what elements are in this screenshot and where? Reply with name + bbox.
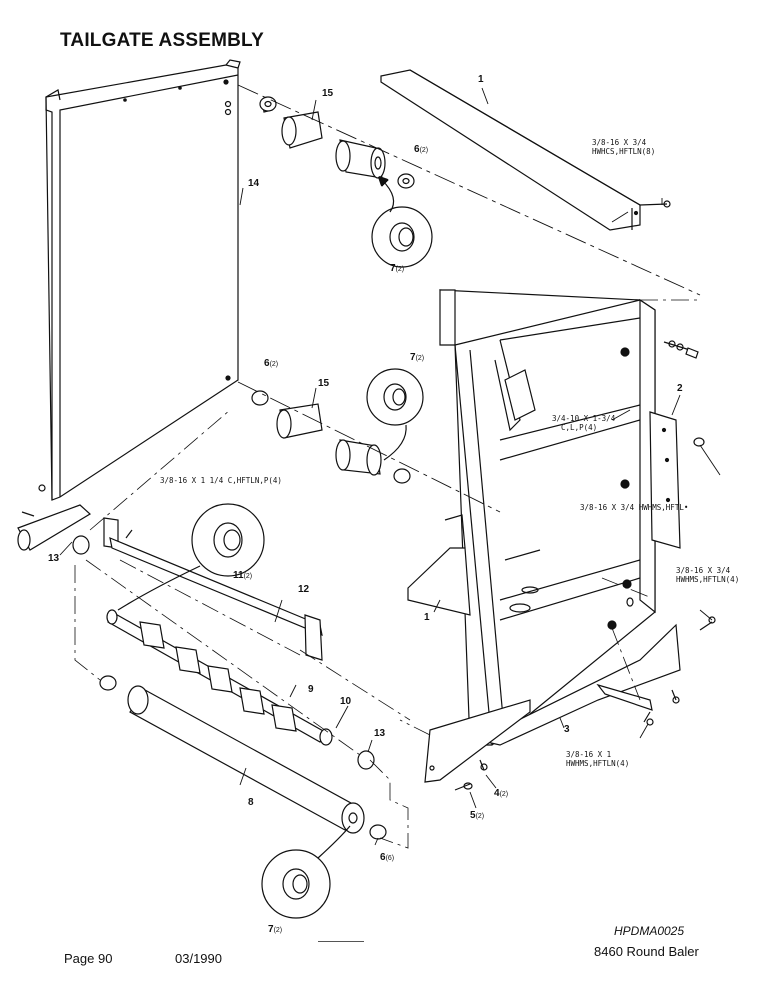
detail-circle-11 (117, 503, 265, 611)
callout-2: 2 (677, 383, 683, 394)
spec-mid-right: 3/4-10 X 1-3/4 C,L,P(4) (552, 414, 616, 432)
spec-left-mid: 3/8-16 X 1 1/4 C,HFTLN,P(4) (160, 476, 282, 485)
callout-15-upper: 15 (322, 88, 334, 99)
callout-1-top-angle: 1 (478, 74, 484, 85)
callout-14: 14 (248, 178, 260, 189)
drawing-number: HPDMA0025 (614, 924, 685, 938)
callout-6-upper: 6(2) (414, 144, 429, 155)
detail-circle-7-middle (366, 368, 424, 461)
spec-bottom-right: 3/8-16 X 1 HWHMS,HFTLN(4) (566, 750, 630, 768)
spec-right-lower: 3/8-16 X 3/4 HWHMS,HFTLN(4) (676, 566, 740, 584)
callout-6-lower: 6(6) (380, 852, 395, 863)
spec-right-hwhms: 3/8-16 X 3/4 HWHMS,HFTL• (580, 503, 689, 512)
callout-4: 4(2) (494, 788, 509, 799)
revision-date: 03/1990 (175, 951, 222, 966)
callout-13-left: 13 (48, 553, 60, 564)
spec-top-right: 3/8-16 X 3/4 HWHCS,HFTLN(8) (592, 138, 656, 156)
side-plate-2 (649, 411, 705, 549)
callout-7-upper: 7(2) (390, 263, 405, 274)
callout-10: 10 (340, 696, 352, 707)
roller-15-upper (237, 84, 701, 296)
divider (318, 941, 364, 942)
callout-1-bottom-angle: 1 (424, 612, 430, 623)
detail-circle-7-bottom (261, 825, 351, 919)
callout-13-right: 13 (374, 728, 386, 739)
callout-7-middle: 7(2) (410, 352, 425, 363)
tailgate-frame (439, 289, 656, 746)
callout-5: 5(2) (470, 810, 485, 821)
callout-8: 8 (248, 797, 254, 808)
roller-8 (99, 675, 387, 840)
top-angle-1 (380, 69, 671, 231)
callout-11: 11(2) (233, 570, 253, 581)
bottom-angle-1 (407, 514, 471, 616)
page-title: TAILGATE ASSEMBLY (60, 30, 264, 51)
callout-15-lower: 15 (318, 378, 330, 389)
callout-7-bottom: 7(2) (268, 924, 283, 935)
leader-lines (59, 87, 721, 846)
shaft-9 (106, 609, 333, 746)
model-name: 8460 Round Baler (594, 944, 699, 959)
bottom-channel-3 (424, 623, 681, 783)
roller-15-lower (237, 381, 501, 513)
callout-6-middle: 6(2) (264, 358, 279, 369)
callout-9: 9 (308, 684, 314, 695)
left-bracket-assembly (17, 484, 323, 661)
callout-12: 12 (298, 584, 310, 595)
page-number: Page 90 (64, 951, 113, 966)
centerlines (74, 299, 700, 849)
bolts (21, 340, 716, 791)
detail-circle-7-upper (371, 180, 433, 268)
side-panel-14 (45, 59, 241, 501)
callout-3: 3 (564, 724, 570, 735)
